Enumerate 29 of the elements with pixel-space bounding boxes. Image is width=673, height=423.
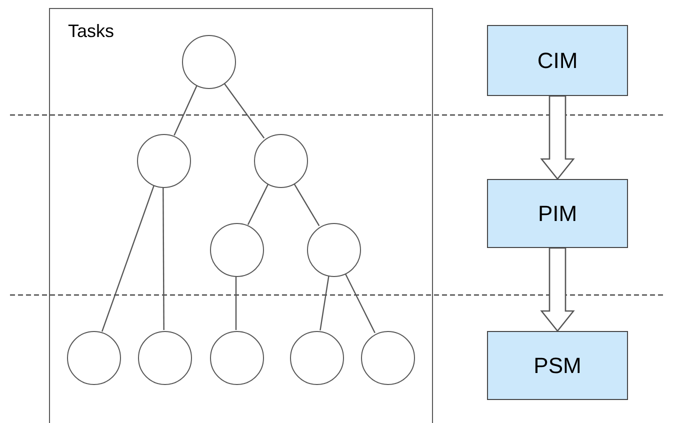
task-circle [210,331,264,385]
model-box [487,179,628,248]
box-label: PSM [534,352,582,378]
block-arrow [540,247,575,332]
tree-line [162,187,164,330]
task-circle [182,35,236,89]
group-frame [49,8,433,423]
task-circle [137,134,191,188]
tree-line [293,182,320,226]
tree-line [320,276,330,330]
tree-line [223,82,265,139]
group-title: Tasks [68,21,114,42]
box-label: CIM [537,48,578,74]
task-circle [210,223,264,277]
tree-line [344,272,376,334]
task-circle [254,134,308,188]
task-circle [138,331,192,385]
tree-line [101,185,155,332]
task-circle [67,331,121,385]
task-circle [290,331,344,385]
block-arrow [540,95,575,180]
task-circle [361,331,415,385]
tree-line [247,184,269,226]
model-box [487,331,628,400]
model-box [487,25,628,96]
task-circle [307,223,361,277]
tree-line [235,276,237,330]
tree-line [174,85,198,136]
box-label: PIM [538,200,578,226]
